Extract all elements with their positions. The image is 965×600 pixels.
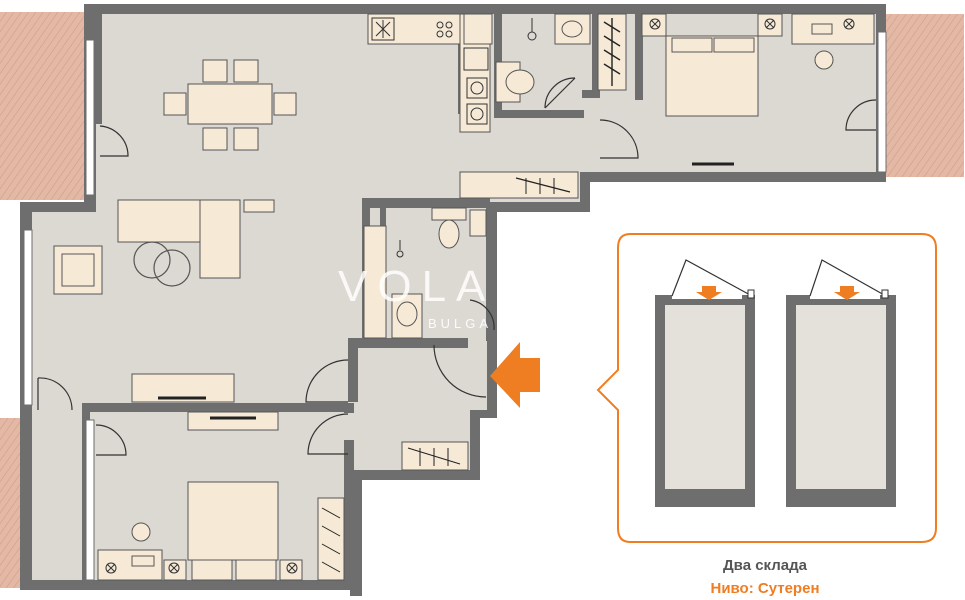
wardrobe-top <box>459 171 579 199</box>
entrance-arrow-icon <box>490 342 540 408</box>
desk-top <box>791 13 875 70</box>
bathroom-small <box>363 207 487 339</box>
kitchen-counter <box>367 13 493 133</box>
sofa <box>117 199 275 279</box>
coffee-tables <box>133 241 191 287</box>
toilet-icon <box>527 18 537 41</box>
wardrobe-bottom-bedroom <box>187 411 345 581</box>
dining-set <box>163 59 297 151</box>
door-swing-icon <box>37 77 877 456</box>
radiator-icon <box>603 18 621 86</box>
storage-unit-1 <box>655 259 755 507</box>
sink-icon <box>396 240 404 258</box>
storage-arrow-icon <box>834 286 860 300</box>
fridge-icon <box>371 17 489 71</box>
balcony-top-left <box>0 12 84 200</box>
armchair <box>53 245 103 295</box>
windows <box>23 31 887 581</box>
storage-level: Ниво: Сутерен <box>710 580 820 597</box>
storage-arrow-icon <box>696 286 722 300</box>
floor <box>32 14 876 580</box>
storage-unit-2 <box>786 259 896 507</box>
desk-bottom <box>97 522 163 581</box>
storage-title: Два склада <box>723 557 807 574</box>
stove-icon <box>436 21 488 125</box>
wardrobe-hall <box>401 441 469 471</box>
socket-icons <box>105 18 855 574</box>
bed-bottom <box>163 481 303 581</box>
tv-unit <box>131 373 235 403</box>
balcony-right <box>886 14 964 177</box>
